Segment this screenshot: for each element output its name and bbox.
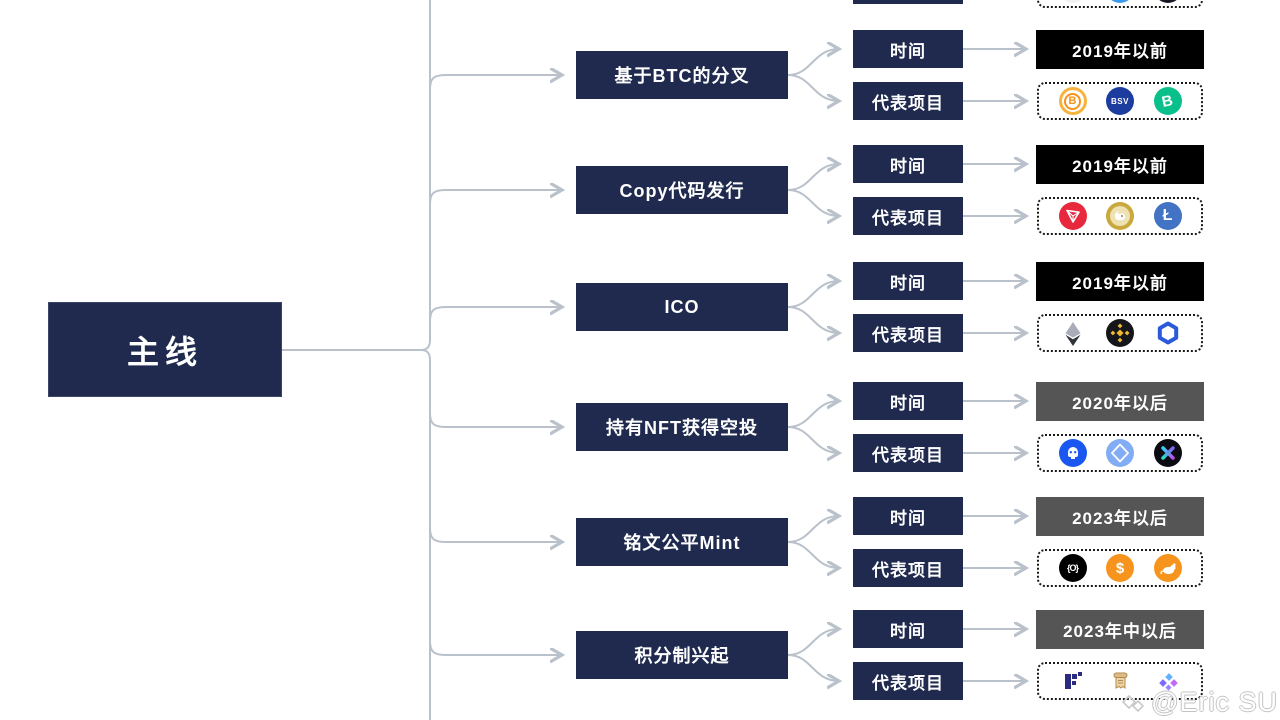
branch-node-points-system[interactable]: 积分制兴起: [576, 631, 788, 679]
projects-label-node[interactable]: 代表项目: [853, 434, 963, 472]
truncated-top-project-box: [1037, 0, 1203, 8]
projects-box-points-system[interactable]: [1037, 662, 1203, 700]
branch-node-nft-airdrop[interactable]: 持有NFT获得空投: [576, 403, 788, 451]
projects-label-node[interactable]: 代表项目: [853, 662, 963, 700]
tron-icon: [1058, 202, 1087, 230]
root-node-mainline[interactable]: 主线: [48, 302, 282, 397]
sats-icon: $: [1106, 554, 1134, 582]
projects-label-node[interactable]: 代表项目: [853, 549, 963, 587]
bnb-icon: [1106, 319, 1134, 347]
truncated-coin-icon: [1153, 0, 1182, 3]
branch-node-ico[interactable]: ICO: [576, 283, 788, 331]
branch-node-btc-fork[interactable]: 基于BTC的分叉: [576, 51, 788, 99]
projects-label-node[interactable]: 代表项目: [853, 197, 963, 235]
dogecoin-icon: [1106, 202, 1134, 230]
truncated-coin-icon: [1058, 0, 1087, 3]
scroll-icon: [1106, 667, 1134, 695]
projects-label-node[interactable]: 代表项目: [853, 82, 963, 120]
time-value-node[interactable]: 2019年以前: [1036, 262, 1204, 301]
ordi-icon: {O}: [1058, 554, 1087, 582]
truncated-top-node: [853, 0, 963, 4]
diamond-logo-icon: [1121, 694, 1145, 712]
x2y2-icon: [1153, 439, 1182, 467]
time-label-node[interactable]: 时间: [853, 145, 963, 183]
projects-box-copy-code[interactable]: Ł: [1037, 197, 1203, 235]
time-label-node[interactable]: 时间: [853, 610, 963, 648]
time-value-node[interactable]: 2023年以后: [1036, 497, 1204, 536]
branch-node-inscription[interactable]: 铭文公平Mint: [576, 518, 788, 566]
projects-box-inscription[interactable]: {O} $: [1037, 549, 1203, 587]
time-label-node[interactable]: 时间: [853, 382, 963, 420]
projects-label-node[interactable]: 代表项目: [853, 314, 963, 352]
time-value-node[interactable]: 2020年以后: [1036, 382, 1204, 421]
time-label-node[interactable]: 时间: [853, 262, 963, 300]
bitcoin-icon: B: [1058, 87, 1087, 115]
ens-icon: [1106, 439, 1134, 467]
truncated-coin-icon: [1106, 0, 1134, 3]
watermark-text: @Eric SU: [1151, 687, 1278, 717]
projects-box-nft-airdrop[interactable]: [1037, 434, 1203, 472]
time-value-node[interactable]: 2019年以前: [1036, 30, 1204, 69]
time-value-node[interactable]: 2023年中以后: [1036, 610, 1204, 649]
chainlink-icon: [1154, 319, 1182, 347]
time-value-node[interactable]: 2019年以前: [1036, 145, 1204, 184]
litecoin-icon: Ł: [1153, 202, 1182, 230]
eigenlayer-icon: [1059, 667, 1087, 695]
bitcoin-sv-icon: BSV: [1106, 87, 1134, 115]
branch-node-copy-code[interactable]: Copy代码发行: [576, 166, 788, 214]
bitcoin-cash-icon: B: [1153, 87, 1182, 115]
time-label-node[interactable]: 时间: [853, 30, 963, 68]
time-label-node[interactable]: 时间: [853, 497, 963, 535]
rats-icon: [1153, 554, 1182, 582]
projects-box-ico[interactable]: [1037, 314, 1203, 352]
linked-cubes-icon: [1154, 667, 1182, 695]
projects-box-btc-fork[interactable]: B BSV B: [1037, 82, 1203, 120]
ethereum-icon: [1059, 319, 1087, 347]
watermark: @Eric SU: [1119, 687, 1278, 718]
apecoin-icon: [1058, 439, 1087, 467]
